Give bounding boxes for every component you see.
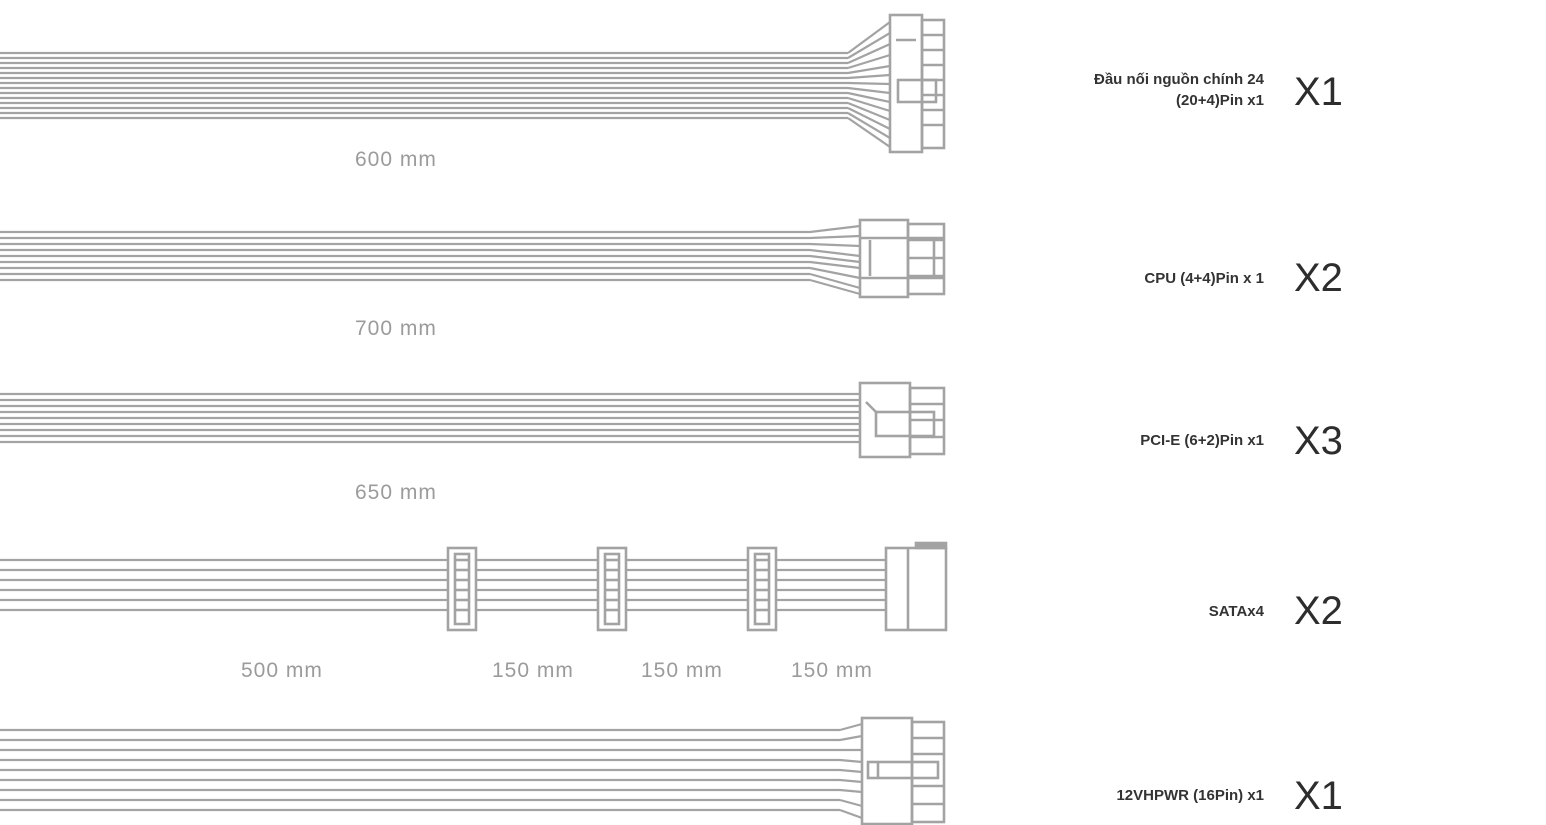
pcie-cable-wires — [0, 392, 860, 444]
cable-name-pcie: PCI-E (6+2)Pin x1 — [1140, 432, 1264, 449]
quantity-sata: X2 — [1294, 589, 1343, 633]
atx24-connector — [888, 13, 946, 154]
sata-plug-3 — [746, 546, 778, 632]
quantity-12vhpwr: X1 — [1294, 774, 1343, 818]
atx24-cable-wires — [0, 21, 891, 148]
quantity-atx24: X1 — [1294, 70, 1343, 114]
pcie-connector — [858, 381, 946, 459]
sata-plug-2 — [596, 546, 628, 632]
sata-plug-4 — [884, 541, 948, 632]
length-label-sata-seg3: 150 mm — [791, 659, 873, 682]
cable-name-12vhpwr: 12VHPWR (16Pin) x1 — [1116, 787, 1264, 804]
length-label-pcie: 650 mm — [355, 481, 437, 504]
cpu-connector — [858, 218, 946, 299]
12vhpwr-cable-wires — [0, 722, 863, 820]
quantity-cpu: X2 — [1294, 256, 1343, 300]
cable-name-cpu: CPU (4+4)Pin x 1 — [1144, 270, 1264, 287]
sata-plug-1 — [446, 546, 478, 632]
cable-name-atx24-line1: Đầu nối nguồn chính 24 — [1094, 71, 1264, 88]
cable-name-sata: SATAx4 — [1208, 603, 1264, 620]
cable-name-atx24: Đầu nối nguồn chính 24 (20+4)Pin x1 — [1094, 69, 1264, 111]
length-label-cpu: 700 mm — [355, 317, 437, 340]
cpu-cable-wires — [0, 224, 861, 296]
length-label-sata-seg1: 150 mm — [492, 659, 574, 682]
sata-cable-wires — [0, 558, 886, 612]
length-label-sata-seg2: 150 mm — [641, 659, 723, 682]
length-label-atx24: 600 mm — [355, 148, 437, 171]
length-label-sata-main: 500 mm — [241, 659, 323, 682]
quantity-pcie: X3 — [1294, 419, 1343, 463]
12vhpwr-connector — [860, 716, 946, 825]
cable-name-atx24-line2: (20+4)Pin x1 — [1176, 92, 1264, 109]
